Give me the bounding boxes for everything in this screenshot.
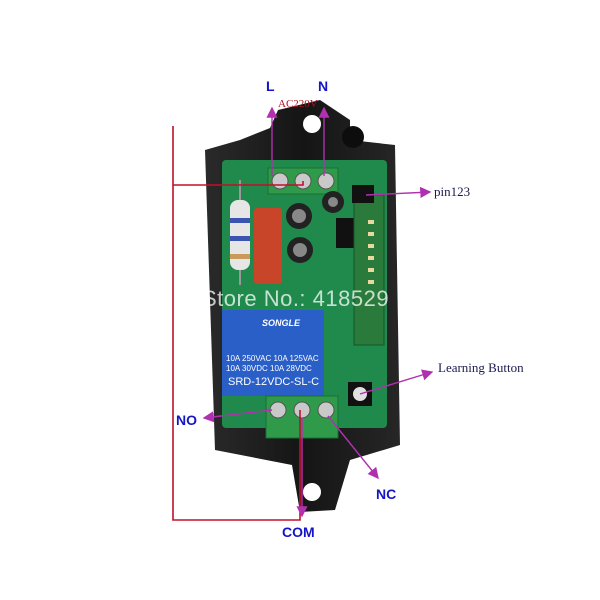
relay-brand: SONGLE — [262, 318, 301, 328]
label-n: N — [318, 78, 329, 94]
label-com: COM — [282, 524, 315, 540]
store-watermark: Store No.: 418529 — [202, 286, 390, 311]
label-ac: AC220V — [278, 98, 318, 110]
relay-rating-2: 10A 30VDC 10A 28VDC — [226, 364, 312, 373]
arrow-learning — [359, 369, 434, 395]
antenna-grommet — [342, 126, 364, 148]
label-no: NO — [176, 412, 197, 428]
arrow-nc — [327, 415, 379, 480]
mount-hole-bottom — [303, 483, 321, 501]
mount-hole-top — [303, 115, 321, 133]
label-nc: NC — [376, 486, 397, 502]
label-l: L — [266, 78, 275, 94]
jumper-pins — [352, 185, 374, 203]
relay-body — [222, 310, 324, 396]
wiring — [172, 126, 304, 521]
film-capacitor — [254, 208, 282, 284]
arrow-pin — [365, 186, 432, 199]
resistor — [230, 180, 250, 285]
relay-model: SRD-12VDC-SL-C — [228, 376, 320, 388]
label-pin: pin123 — [434, 184, 471, 199]
annotation-arrows — [202, 106, 434, 518]
relay-rating-1: 10A 250VAC 10A 125VAC — [226, 354, 319, 363]
arrow-no — [202, 409, 273, 423]
electrolytic-capacitors — [286, 191, 344, 263]
label-learning-button: Learning Button — [438, 360, 524, 375]
